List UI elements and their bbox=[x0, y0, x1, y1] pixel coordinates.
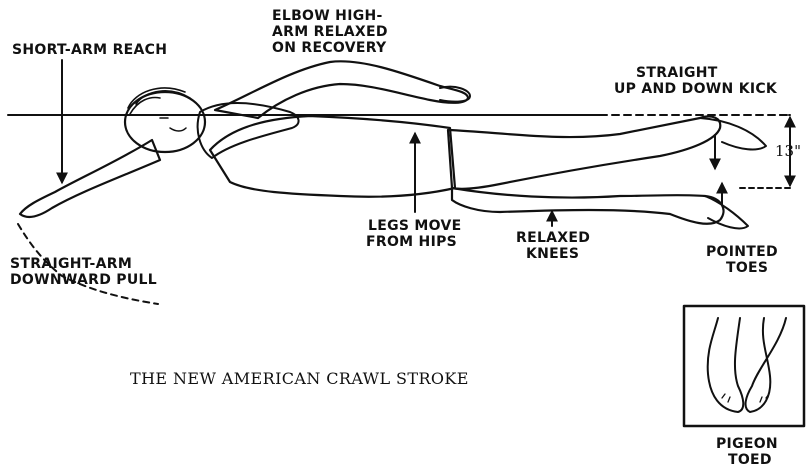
pointed-toes-label-line1: POINTED bbox=[706, 244, 778, 260]
elbow-label-line3: ON RECOVERY bbox=[272, 40, 387, 56]
pointed-toes-label-line2: TOES bbox=[726, 260, 768, 276]
elbow-label-line2: ARM RELAXED bbox=[272, 24, 388, 40]
left-foot-drawing bbox=[708, 318, 744, 412]
pigeon-toed-inset bbox=[684, 306, 804, 426]
relaxed-knees-label-line1: RELAXED bbox=[516, 230, 590, 246]
pigeon-toed-label-line1: PIGEON bbox=[716, 436, 778, 452]
legs-move-label-line2: FROM HIPS bbox=[366, 234, 457, 250]
kick-label-line1: STRAIGHT bbox=[636, 65, 718, 81]
legs-move-label-line1: LEGS MOVE bbox=[368, 218, 462, 234]
pull-label-line1: STRAIGHT-ARM bbox=[10, 256, 132, 272]
pull-label-line2: DOWNWARD PULL bbox=[10, 272, 157, 288]
kick-label-line2: UP AND DOWN KICK bbox=[614, 81, 778, 97]
relaxed-knees-label-line2: KNEES bbox=[526, 246, 579, 262]
kick-depth-label: 13" bbox=[775, 142, 801, 160]
short-arm-reach-label: SHORT-ARM REACH bbox=[12, 42, 167, 58]
pigeon-toed-label-line2: TOED bbox=[728, 452, 772, 468]
elbow-label-line1: ELBOW HIGH- bbox=[272, 8, 383, 24]
diagram-caption: THE NEW AMERICAN CRAWL STROKE bbox=[130, 369, 469, 388]
